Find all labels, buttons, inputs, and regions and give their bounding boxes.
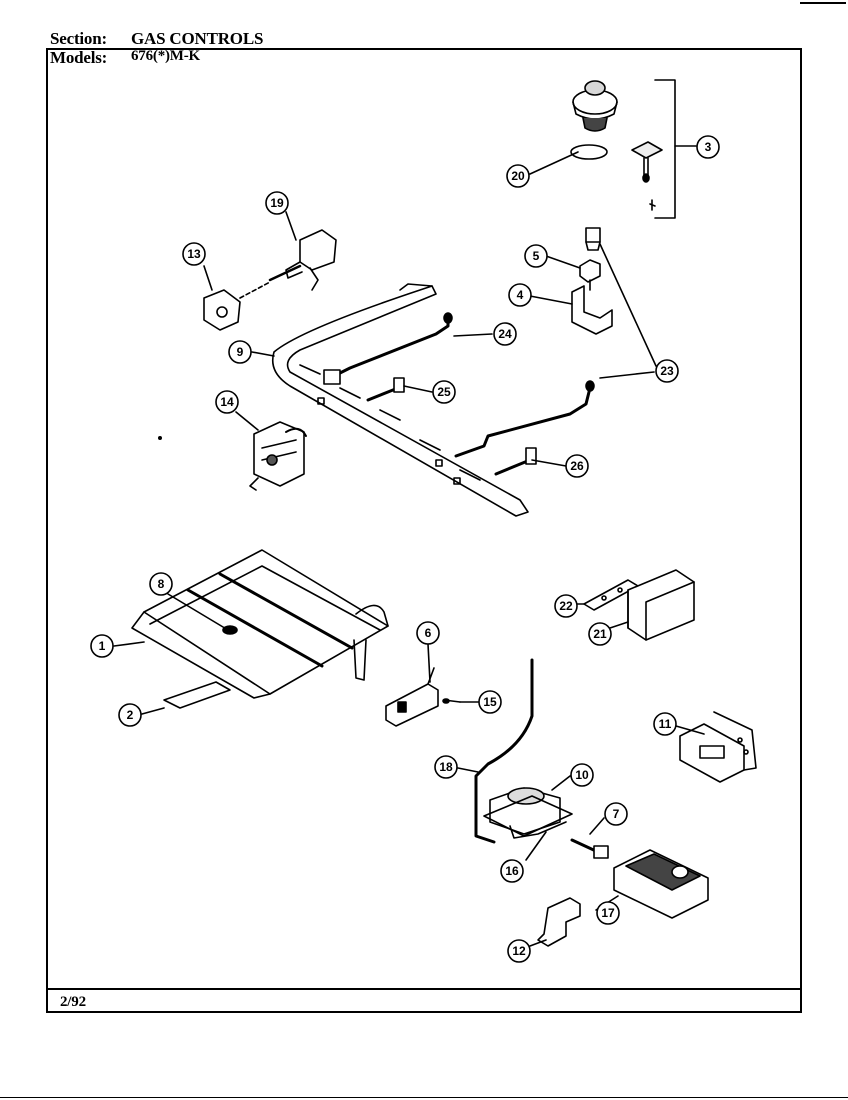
bracket-11-part — [679, 711, 757, 783]
section-title: GAS CONTROLS — [131, 29, 264, 48]
igniter-part — [385, 667, 461, 727]
svg-text:25: 25 — [437, 385, 451, 399]
callout-24: 24 — [493, 322, 517, 346]
leader-lines — [113, 151, 705, 947]
top-rule — [800, 2, 846, 4]
callout-22: 22 — [554, 594, 578, 618]
burner-cap-part — [570, 79, 697, 219]
callout-7: 7 — [604, 802, 628, 826]
svg-text:19: 19 — [270, 196, 284, 210]
footer-rule — [46, 988, 802, 990]
svg-text:15: 15 — [483, 695, 497, 709]
svg-text:10: 10 — [575, 768, 589, 782]
callout-15: 15 — [478, 690, 502, 714]
diagram-frame — [46, 48, 802, 1013]
tube-24-part — [323, 312, 453, 385]
svg-text:5: 5 — [533, 249, 540, 263]
svg-text:11: 11 — [659, 717, 672, 731]
callout-12: 12 — [507, 939, 531, 963]
svg-text:21: 21 — [593, 627, 607, 641]
svg-text:22: 22 — [559, 599, 573, 613]
svg-text:1: 1 — [99, 639, 106, 653]
manifold-part — [271, 283, 529, 517]
callout-17: 17 — [596, 901, 620, 925]
nut-7-part — [570, 838, 609, 859]
callout-5: 5 — [524, 244, 548, 268]
callout-23: 23 — [655, 359, 679, 383]
svg-text:14: 14 — [220, 395, 234, 409]
models-label: Models: — [50, 48, 108, 67]
callout-11: 11 — [653, 712, 677, 736]
heat-shield-part — [131, 549, 389, 709]
orifice-bracket-part — [571, 227, 613, 335]
callout-14: 14 — [215, 390, 239, 414]
svg-text:20: 20 — [511, 169, 525, 183]
plate-16-part — [483, 795, 573, 837]
svg-text:12: 12 — [512, 944, 526, 958]
callout-16: 16 — [500, 859, 524, 883]
callout-10: 10 — [570, 763, 594, 787]
regulator-17-part — [613, 849, 709, 919]
svg-text:6: 6 — [425, 626, 432, 640]
svg-text:26: 26 — [570, 459, 584, 473]
svg-text:9: 9 — [237, 345, 244, 359]
callout-6: 6 — [416, 621, 440, 645]
svg-text:13: 13 — [187, 247, 201, 261]
valve-switch-part — [203, 229, 337, 331]
callout-21: 21 — [588, 622, 612, 646]
bottom-rule — [0, 1097, 848, 1098]
spud-25-part — [366, 377, 405, 402]
svg-text:24: 24 — [498, 327, 512, 341]
svg-text:7: 7 — [613, 807, 620, 821]
svg-text:16: 16 — [505, 864, 519, 878]
svg-text:23: 23 — [660, 364, 674, 378]
callout-2: 2 — [118, 703, 142, 727]
callout-19: 19 — [265, 191, 289, 215]
models-value: 676(*)M-K — [131, 48, 201, 64]
callout-4: 4 — [508, 283, 532, 307]
tube-23-part — [454, 380, 595, 476]
callout-20: 20 — [506, 164, 530, 188]
valve-10-part — [474, 658, 567, 844]
callout-9: 9 — [228, 340, 252, 364]
svg-text:4: 4 — [517, 288, 524, 302]
svg-text:17: 17 — [601, 906, 615, 920]
callout-25: 25 — [432, 380, 456, 404]
svg-text:2: 2 — [127, 708, 134, 722]
callout-3: 3 — [696, 135, 720, 159]
block-21-part — [627, 569, 695, 641]
callout-18: 18 — [434, 755, 458, 779]
svg-text:8: 8 — [158, 577, 165, 591]
svg-text:18: 18 — [439, 760, 453, 774]
callout-13: 13 — [182, 242, 206, 266]
bracket-12-part — [537, 897, 581, 947]
section-label: Section: — [50, 29, 107, 48]
thermostat-part — [249, 421, 307, 491]
callout-8: 8 — [149, 572, 173, 596]
svg-text:3: 3 — [705, 140, 712, 154]
callout-26: 26 — [565, 454, 589, 478]
callout-1: 1 — [90, 634, 114, 658]
footer-date: 2/92 — [60, 994, 86, 1010]
